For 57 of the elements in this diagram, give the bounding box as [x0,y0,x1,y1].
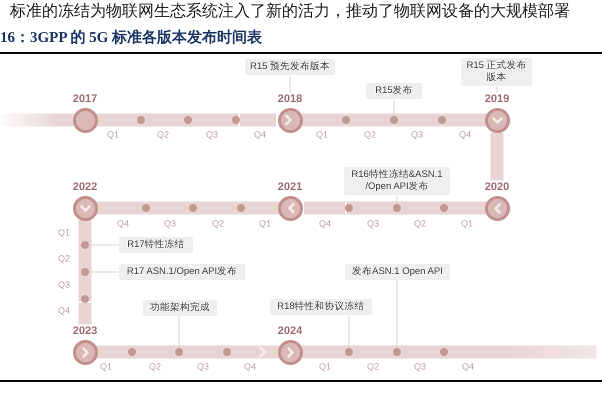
year-label: 2023 [72,324,98,338]
quarter-label: Q1 [58,228,70,238]
milestone-callout: R16特性冻结&ASN.1 /Open API发布 [344,167,450,195]
quarter-label: Q2 [149,362,161,372]
quarter-label: Q1 [316,130,328,140]
quarter-label: Q1 [461,218,473,230]
leader-line [396,194,398,204]
quarter-label: Q1 [107,130,119,140]
quarter-label: Q3 [58,280,70,290]
quarter-label: Q3 [197,362,209,372]
figure-title: 16：3GPP 的 5G 标准各版本发布时间表 [0,29,262,48]
quarter-label: Q4 [459,130,471,140]
quarter-label: Q4 [58,306,70,316]
year-label: 2022 [72,180,98,194]
leader-line [348,314,350,348]
leader-line [88,244,120,246]
leader-line [178,316,180,348]
timeline-band [490,132,504,180]
quarter-label: Q3 [411,130,423,140]
quarter-label: Q3 [164,218,176,230]
quarter-label: Q2 [414,218,426,230]
milestone-callout: 发布ASN.1 Open API [345,264,450,280]
year-label: 2020 [484,180,510,194]
quarter-label: Q2 [364,130,376,140]
milestone-callout: R15 预先发布版本 [245,59,335,75]
milestone-callout: R15发布 [366,83,422,99]
body-text: 标准的冻结为物联网生态系统注入了新的活力，推动了物联网设备的大规模部署 [10,1,570,21]
quarter-label: Q2 [367,362,379,372]
milestone-callout: R17 ASN.1/Open API发布 [119,264,245,280]
quarter-label: Q3 [206,130,218,140]
year-label: 2024 [278,324,302,338]
quarter-label: Q2 [157,130,169,140]
quarter-label: Q4 [319,218,331,230]
quarter-label: Q3 [414,362,426,372]
leader-line [496,86,498,93]
year-label: 2021 [278,180,302,194]
timeline-band [240,114,292,126]
timeline-band [288,202,345,214]
leader-line [396,280,398,348]
quarter-label: Q1 [319,362,331,372]
quarter-label: Q2 [58,254,70,264]
year-label: 2017 [72,92,98,106]
quarter-label: Q1 [100,362,112,372]
milestone-callout: R18特性和协议冻结 [270,299,372,315]
quarter-label: Q4 [462,362,474,372]
quarter-label: Q1 [259,218,271,230]
quarter-label: Q4 [254,130,266,140]
quarter-label: Q4 [244,362,256,372]
quarter-label: Q4 [117,218,129,230]
year-label: 2019 [484,92,510,106]
quarter-label: Q2 [212,218,224,230]
milestone-callout: R15 正式发布版本 [461,58,532,86]
milestone-callout: R17特性冻结 [119,237,193,253]
timeline-band [78,303,92,324]
milestone-callout: 功能架构完成 [143,300,217,316]
quarter-label: Q3 [367,218,379,230]
year-label: 2018 [278,92,302,106]
